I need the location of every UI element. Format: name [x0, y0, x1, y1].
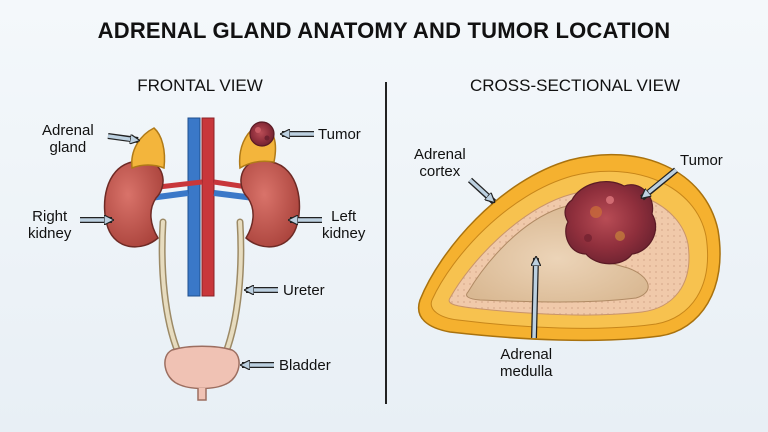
medulla-shape — [466, 205, 649, 303]
bladder-label: Bladder — [279, 357, 331, 374]
right-kidney-shape — [103, 158, 164, 248]
cross-tumor-label: Tumor — [680, 152, 723, 169]
aorta — [201, 117, 215, 297]
vena-cava — [187, 117, 201, 297]
frontal-view-heading: FRONTAL VIEW — [137, 76, 263, 95]
right-adrenal-gland-shape — [131, 127, 166, 170]
left-kidney-label: Left kidney — [322, 208, 366, 242]
ureter-label: Ureter — [283, 282, 325, 299]
cross-sectional-view-heading: CROSS-SECTIONAL VIEW — [469, 76, 680, 95]
panel-divider — [385, 82, 387, 404]
frontal-tumor-shape — [249, 121, 275, 147]
frontal-tumor-label: Tumor — [318, 126, 361, 143]
right-kidney-label: Right kidney — [28, 208, 72, 242]
adrenal-medulla-label: Adrenal medulla — [500, 346, 553, 380]
left-kidney-shape — [240, 158, 301, 248]
adrenal-cortex-label: Adrenal cortex — [414, 146, 466, 180]
left-ureter-fill — [224, 220, 243, 354]
cross-tumor-shape — [564, 181, 657, 265]
bladder-shape — [164, 345, 240, 390]
cross-section-figure — [417, 153, 721, 342]
adrenal-gland-label: Adrenal gland — [42, 122, 94, 156]
frontal-view-figure — [80, 117, 322, 401]
diagram-title: ADRENAL GLAND ANATOMY AND TUMOR LOCATION — [97, 18, 671, 43]
right-ureter-fill — [160, 220, 180, 354]
